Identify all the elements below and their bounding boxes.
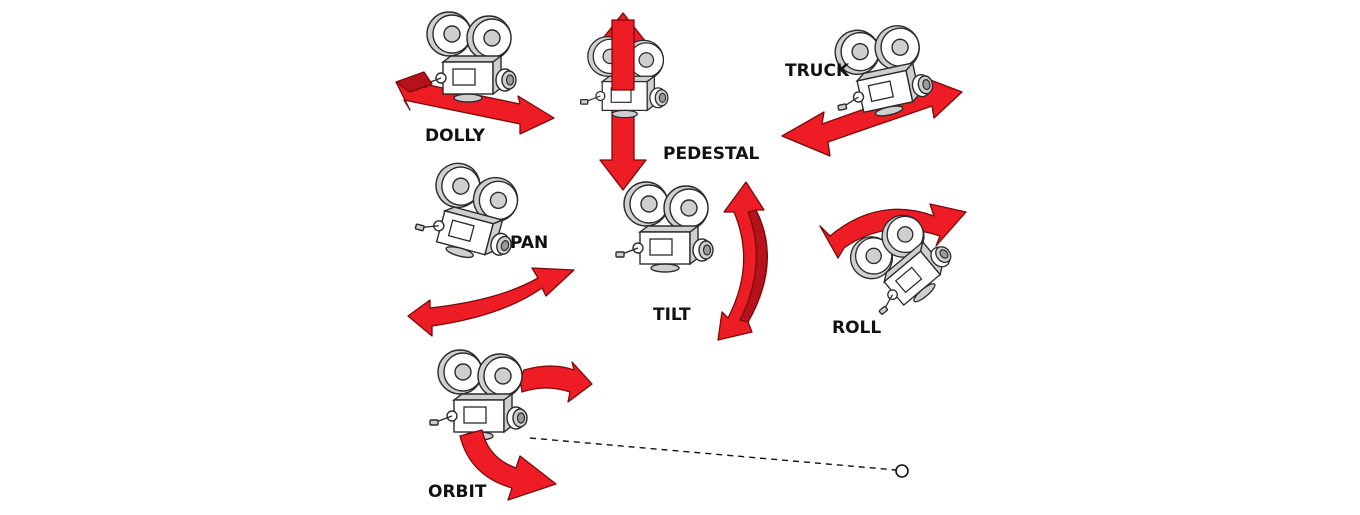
roll-group: ROLL [819,200,967,338]
pedestal-label: PEDESTAL [663,144,759,164]
tilt-camera-icon [615,181,714,273]
pan-arrow [407,267,575,337]
pedestal-group: PEDESTAL [579,12,759,191]
pan-group: PAN [407,155,575,337]
orbit-arrow-top [519,361,593,403]
orbit-group: ORBIT [428,349,909,502]
dolly-group: DOLLY [395,11,555,146]
roll-arrow [819,203,967,259]
truck-group: TRUCK [781,16,963,157]
orbit-arrow-bottom [459,429,557,501]
orbit-target-point [895,464,909,478]
roll-label: ROLL [832,318,881,338]
dolly-label: DOLLY [425,126,486,146]
pan-label: PAN [510,233,548,253]
orbit-path-line [529,437,897,471]
truck-label: TRUCK [785,61,850,81]
pedestal-arrow-front [611,19,635,91]
orbit-camera-icon [429,349,528,441]
tilt-group: TILT [615,181,768,341]
dolly-arrow-front [395,71,433,93]
tilt-arrow-shade [739,209,768,323]
orbit-label: ORBIT [428,482,487,502]
tilt-label: TILT [653,305,691,325]
